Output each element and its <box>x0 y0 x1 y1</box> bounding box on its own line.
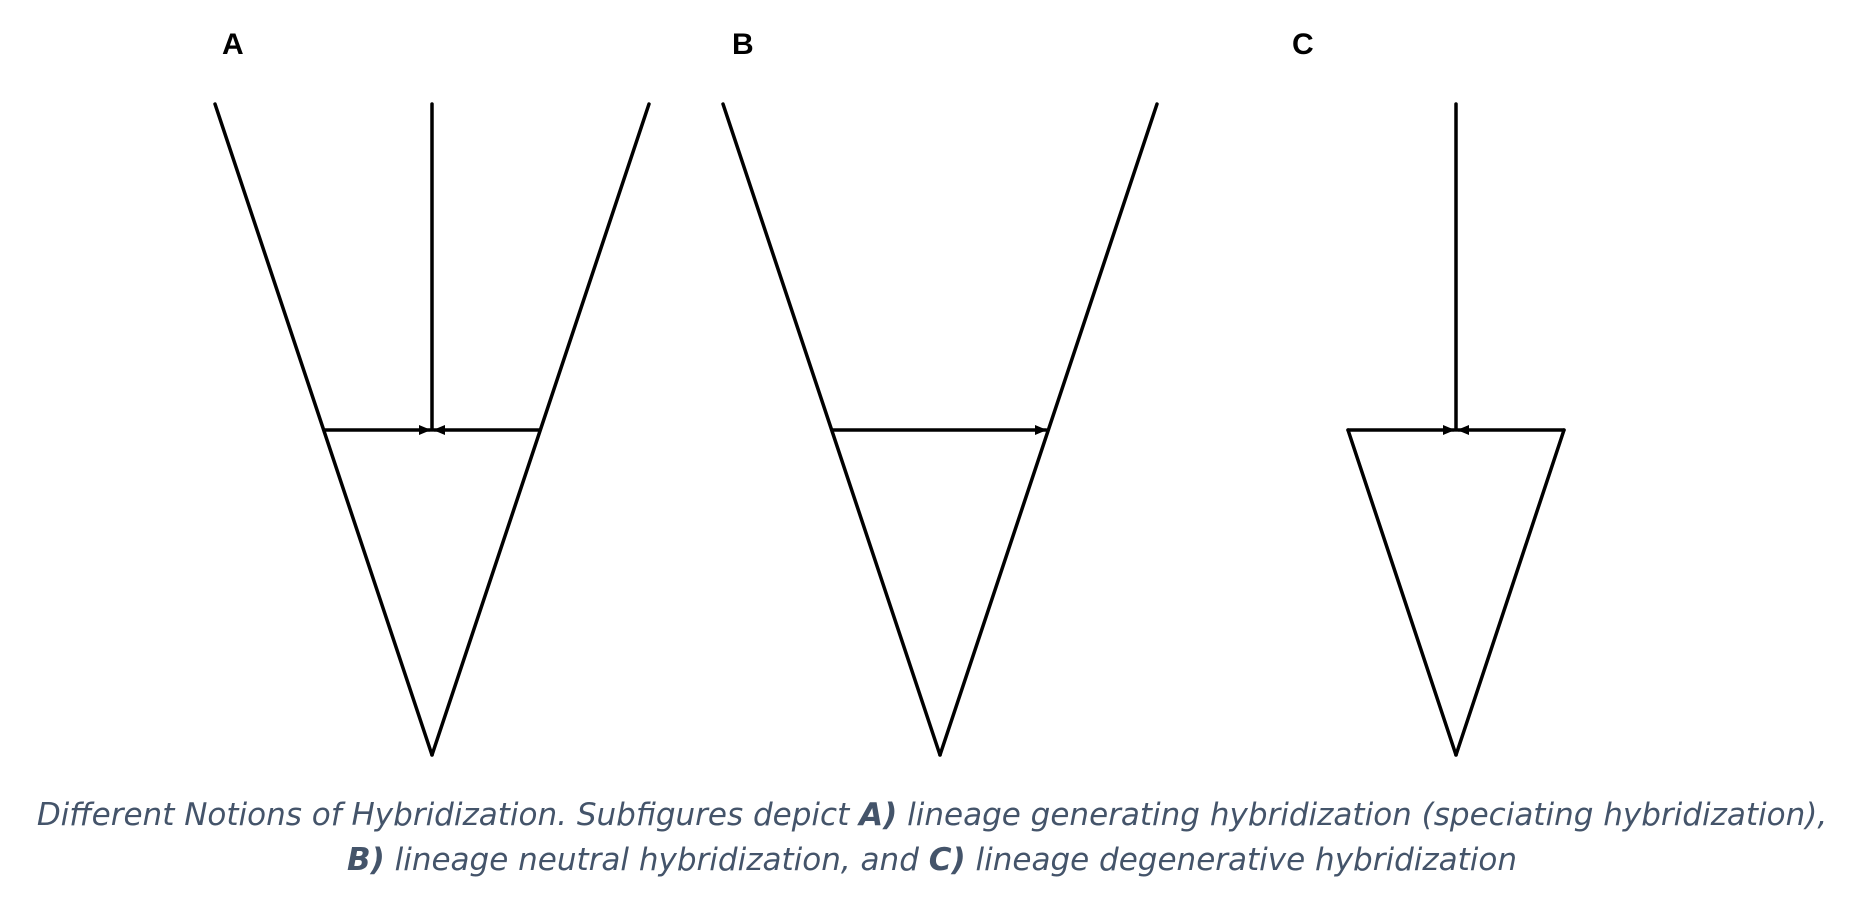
caption-ref-c: C) <box>928 842 966 878</box>
caption-c-description: lineage degenerative hybridization <box>965 842 1518 878</box>
caption-intro: Different Notions of Hybridization. Subf… <box>36 797 860 833</box>
panel-c-left-lineage <box>1346 428 1458 757</box>
panel-label-c: C <box>1292 28 1314 61</box>
panel-b-right-lineage <box>938 102 1159 757</box>
panel-label-b: B <box>732 28 754 61</box>
panel-label-a: A <box>222 28 244 61</box>
figure-caption: Different Notions of Hybridization. Subf… <box>20 793 1844 883</box>
panel-c-right-lineage <box>1454 428 1566 757</box>
panel-b-diagram <box>721 102 1159 757</box>
caption-ref-b: B) <box>346 842 385 878</box>
caption-b-description: lineage neutral hybridization, and <box>384 842 929 878</box>
caption-ref-a: A) <box>859 797 898 833</box>
panel-c-diagram <box>1346 102 1566 757</box>
caption-a-description: lineage generating hybridization (specia… <box>897 797 1828 833</box>
panel-a-diagram <box>213 102 651 757</box>
